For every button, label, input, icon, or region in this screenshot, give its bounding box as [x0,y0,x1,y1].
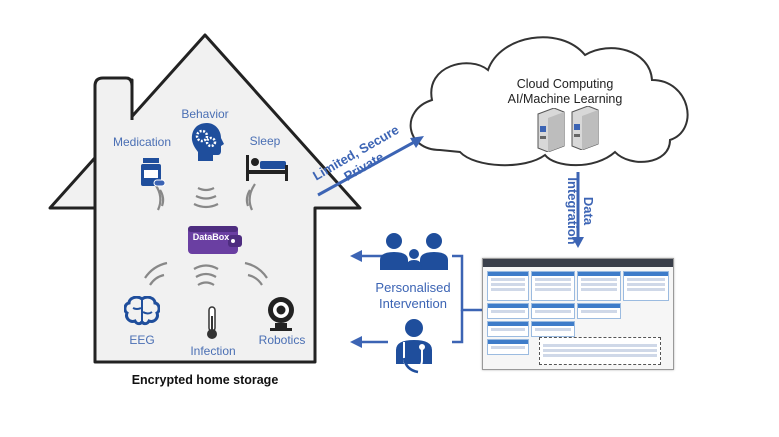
sleep-label: Sleep [249,134,281,148]
dashboard-panel [487,303,529,319]
server-icon [537,108,565,152]
intervention-bracket [452,254,482,312]
dashboard-panel [577,271,621,301]
databox-label: DataBox [192,232,230,242]
intervention-label: Personalised Intervention [358,280,468,312]
wallet-icon [188,226,242,254]
dashboard-detail-box [539,337,661,365]
webcam-icon [268,297,294,331]
intervention-line1: Personalised [375,280,451,295]
cloud-line2: AI/Machine Learning [507,92,623,106]
brain-icon [124,296,160,326]
integration-line1: Data [581,196,596,226]
arrow-to-cloud [317,138,419,197]
intervention-line2: Intervention [379,296,447,311]
dashboard-panel [531,321,575,337]
medication-label: Medication [112,135,172,149]
infection-label: Infection [190,344,236,358]
home-storage-caption: Encrypted home storage [131,373,279,387]
integration-line2: Integration [565,177,580,245]
dashboard-panel [487,339,529,355]
dashboard-panel [531,303,575,319]
doctor-icon [396,319,432,374]
eeg-label: EEG [129,333,155,347]
bed-icon [246,155,288,181]
family-icon [380,233,448,270]
server-icon [571,106,599,150]
pill-bottle-icon [141,158,166,187]
data-integration-label: Data Integration [564,166,596,256]
dashboard-panel [623,271,669,301]
chimney [93,76,134,208]
cloud-shape [409,36,689,167]
dashboard-panel [487,321,529,337]
behavior-label: Behavior [181,107,229,121]
dashboard-panel [531,271,575,301]
thermometer-icon [207,306,217,339]
robotics-label: Robotics [258,333,306,347]
dashboard-thumbnail [482,258,674,370]
cloud-line1: Cloud Computing [516,77,614,91]
head-gears-icon [191,123,224,161]
dashboard-panel [487,271,529,301]
dashboard-topbar [483,259,673,267]
dashboard-panel [577,303,621,319]
